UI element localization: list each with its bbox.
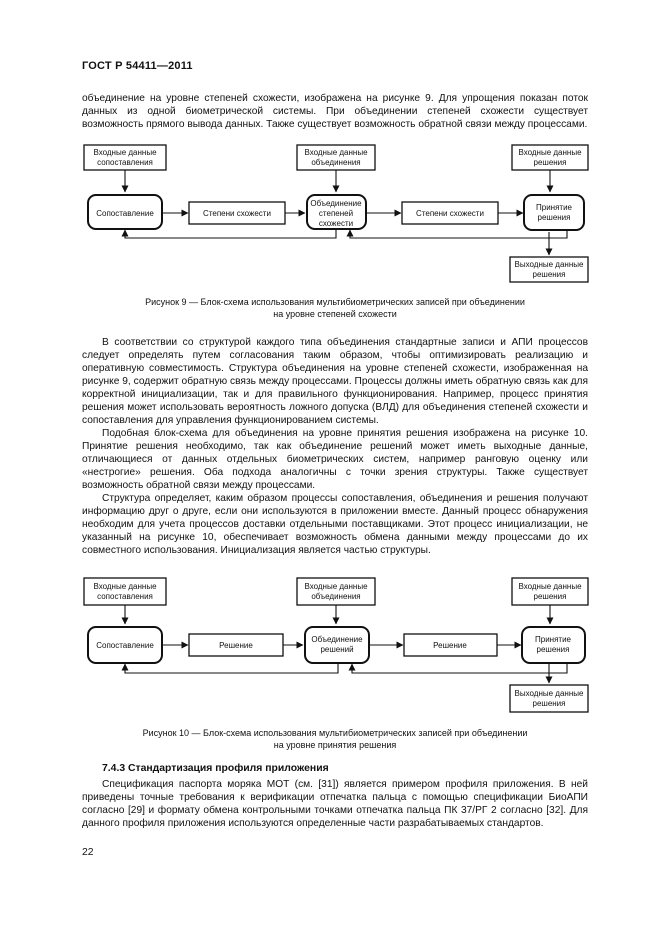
svg-text:решения: решения bbox=[538, 213, 571, 222]
box-output: Выходные данные решения bbox=[509, 256, 589, 283]
svg-text:сопоставления: сопоставления bbox=[97, 592, 153, 601]
svg-text:Входные данные: Входные данные bbox=[518, 148, 582, 157]
document-header: ГОСТ Р 54411—2011 bbox=[82, 60, 193, 72]
box-matching: Сопоставление bbox=[87, 626, 163, 664]
box-input-decision: Входные данные решения bbox=[511, 144, 589, 171]
svg-text:Выходные данные: Выходные данные bbox=[515, 689, 584, 698]
box-scores-1: Степени схожести bbox=[188, 201, 286, 225]
paragraph-application-profile: Спецификация паспорта моряка МОТ (см. [3… bbox=[82, 779, 588, 829]
svg-text:решения: решения bbox=[537, 645, 570, 654]
svg-text:Выходные данные: Выходные данные bbox=[515, 260, 584, 269]
figure-9-caption-line-1: Рисунок 9 — Блок-схема использования мул… bbox=[145, 297, 525, 307]
box-matching: Сопоставление bbox=[87, 194, 163, 230]
box-input-matching: Входные данные сопоставления bbox=[83, 577, 167, 606]
figure-10-caption-line-2: на уровне принятия решения bbox=[273, 740, 397, 750]
page-number: 22 bbox=[82, 847, 94, 858]
box-fusion: Объединение решений bbox=[304, 626, 370, 664]
svg-text:сопоставления: сопоставления bbox=[97, 158, 153, 167]
box-decision: Принятие решения bbox=[523, 194, 585, 231]
box-input-decision: Входные данные решения bbox=[511, 577, 589, 606]
svg-text:Сопоставление: Сопоставление bbox=[96, 209, 154, 218]
section-heading: 7.4.3 Стандартизация профиля приложения bbox=[102, 763, 329, 774]
figure-10-caption-line-1: Рисунок 10 — Блок-схема использования му… bbox=[142, 728, 528, 738]
box-input-fusion: Входные данные объединения bbox=[296, 577, 376, 606]
svg-text:Объединение: Объединение bbox=[311, 635, 363, 644]
svg-text:объединения: объединения bbox=[311, 158, 360, 167]
svg-text:решений: решений bbox=[320, 645, 353, 654]
svg-text:Сопоставление: Сопоставление bbox=[96, 641, 154, 650]
paragraph-decision-level: Подобная блок-схема для объединения на у… bbox=[82, 428, 588, 491]
svg-text:Входные данные: Входные данные bbox=[93, 582, 157, 591]
box-output: Выходные данные решения bbox=[509, 684, 589, 713]
feedback-decision-to-fusion bbox=[348, 663, 568, 674]
svg-text:Входные данные: Входные данные bbox=[304, 582, 368, 591]
box-input-matching: Входные данные сопоставления bbox=[83, 144, 167, 171]
svg-text:Степени схожести: Степени схожести bbox=[203, 209, 271, 218]
svg-text:Решение: Решение bbox=[219, 641, 253, 650]
box-decision: Принятие решения bbox=[521, 626, 586, 664]
svg-text:Входные данные: Входные данные bbox=[93, 148, 157, 157]
box-fusion: Объединение степеней схожести bbox=[306, 194, 367, 230]
svg-text:решения: решения bbox=[534, 592, 567, 601]
paragraph-structure: В соответствии со структурой каждого тип… bbox=[82, 337, 588, 426]
figure-9-flowchart: Входные данные сопоставления Входные дан… bbox=[83, 144, 589, 283]
svg-text:решения: решения bbox=[533, 270, 566, 279]
paragraph-intro: объединение на уровне степеней схожести,… bbox=[82, 93, 588, 130]
svg-text:степеней: степеней bbox=[319, 209, 353, 218]
figure-10-flowchart: Входные данные сопоставления Входные дан… bbox=[83, 577, 589, 713]
svg-text:Входные данные: Входные данные bbox=[304, 148, 368, 157]
paragraph-discovery: Структура определяет, каким образом проц… bbox=[82, 493, 588, 556]
box-decision-1: Решение bbox=[188, 633, 284, 657]
box-scores-2: Степени схожести bbox=[401, 201, 499, 225]
feedback-decision-to-fusion bbox=[346, 229, 568, 239]
svg-text:Входные данные: Входные данные bbox=[518, 582, 582, 591]
figure-9-caption-line-2: на уровне степеней схожести bbox=[273, 309, 397, 319]
svg-text:Принятие: Принятие bbox=[536, 203, 573, 212]
svg-text:Решение: Решение bbox=[433, 641, 467, 650]
svg-text:Объединение: Объединение bbox=[310, 199, 362, 208]
svg-text:решения: решения bbox=[534, 158, 567, 167]
box-input-fusion: Входные данные объединения bbox=[296, 144, 376, 171]
svg-text:схожести: схожести bbox=[319, 219, 353, 228]
box-decision-2: Решение bbox=[403, 633, 498, 657]
svg-text:решения: решения bbox=[533, 699, 566, 708]
svg-text:объединения: объединения bbox=[311, 592, 360, 601]
feedback-fusion-to-match bbox=[121, 228, 337, 239]
svg-text:Принятие: Принятие bbox=[535, 635, 572, 644]
feedback-fusion-to-match bbox=[121, 663, 339, 674]
svg-text:Степени схожести: Степени схожести bbox=[416, 209, 484, 218]
